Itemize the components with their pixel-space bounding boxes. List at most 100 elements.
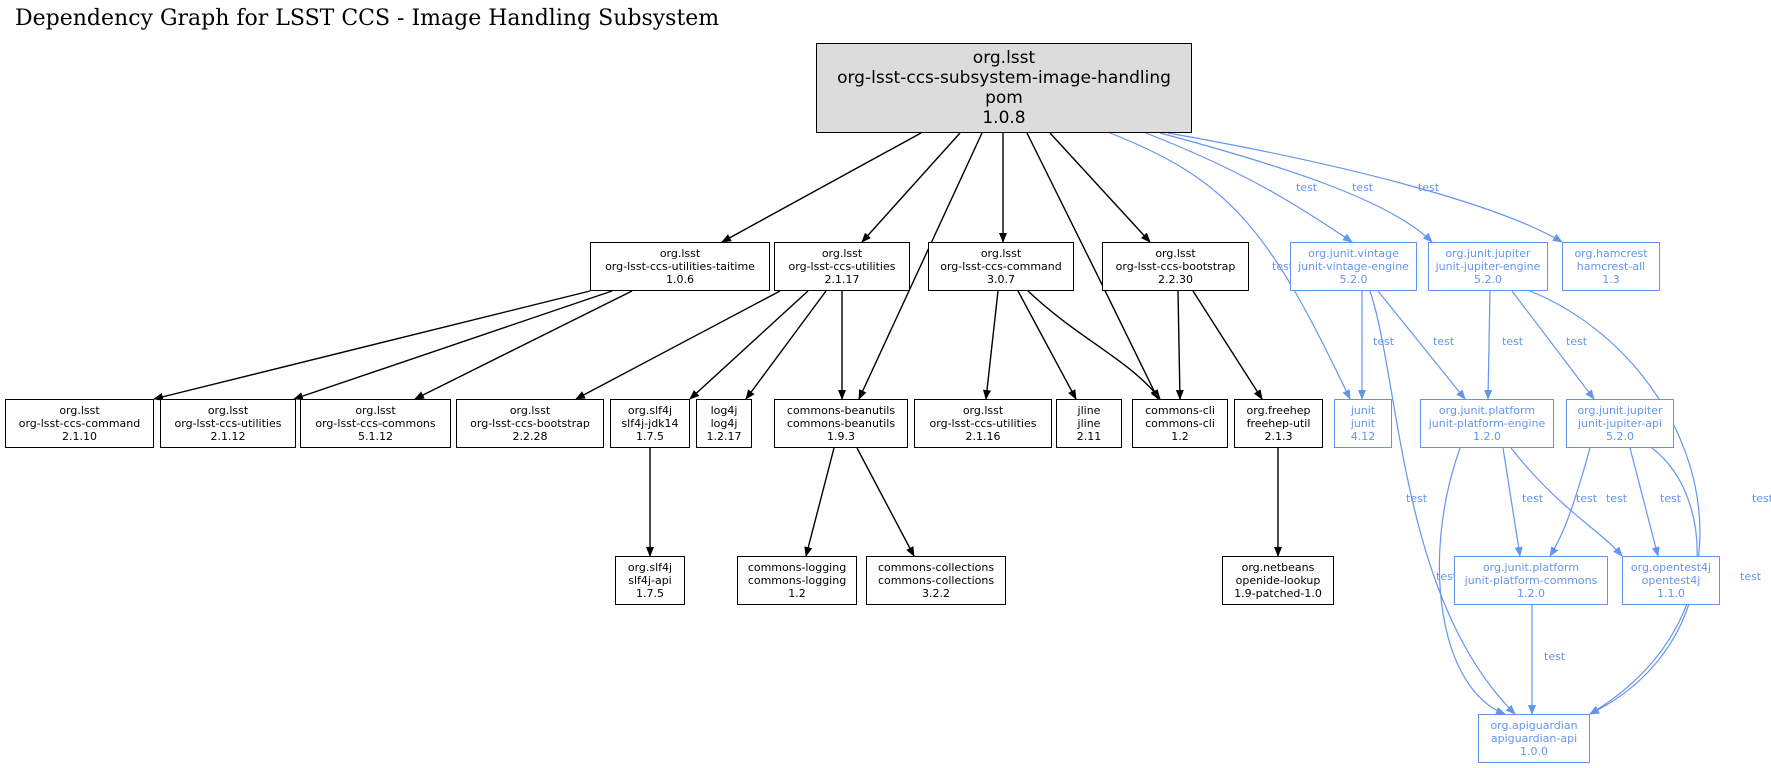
node-type: pom [985,88,1023,108]
node-artifact: org-lsst-ccs-command [18,417,141,430]
edge-platform-opentest [1510,447,1623,557]
node-artifact: freehep-util [1246,417,1311,430]
node-junit[interactable]: junit junit 4.12 [1334,399,1392,448]
edge-root-taitime [721,132,922,243]
node-group: org.freehep [1246,404,1311,417]
node-jline[interactable]: jline jline 2.11 [1056,399,1122,448]
node-version: 1.2 [788,587,806,600]
node-group: commons-beanutils [786,404,896,417]
node-commons-5112[interactable]: org.lsst org-lsst-ccs-commons 5.1.12 [300,399,451,448]
node-group: org.lsst [207,404,249,417]
node-freehep-util[interactable]: org.freehep freehep-util 2.1.3 [1234,399,1323,448]
node-version: 5.2.0 [1339,273,1368,286]
edge-util-slf4j [689,290,809,400]
edge-vintage-platform [1377,290,1466,400]
edge-label-test: test [1433,335,1455,348]
node-artifact: junit-jupiter-api [1577,417,1663,430]
node-commons-logging[interactable]: commons-logging commons-logging 1.2 [737,556,857,605]
node-group: junit [1350,404,1376,417]
node-version: 2.1.12 [210,430,246,443]
node-opentest4j[interactable]: org.opentest4j opentest4j 1.1.0 [1622,556,1720,605]
node-version: 1.9-patched-1.0 [1234,587,1322,600]
node-commons-collections[interactable]: commons-collections commons-collections … [866,556,1006,605]
edge-api-opentest [1629,447,1660,557]
edge-root-commons-cli [1026,132,1159,400]
node-version: 5.2.0 [1606,430,1634,443]
node-version: 2.2.28 [512,430,548,443]
edge-label-test: test [1352,181,1374,194]
node-group: org.slf4j [627,561,673,574]
node-command-307[interactable]: org.lsst org-lsst-ccs-command 3.0.7 [928,242,1074,291]
node-group: org.lsst [59,404,100,417]
node-artifact: junit-vintage-engine [1298,260,1409,273]
node-version: 1.0.6 [666,273,694,286]
node-vintage-engine[interactable]: org.junit.vintage junit-vintage-engine 5… [1290,242,1417,291]
node-log4j[interactable]: log4j log4j 1.2.17 [696,399,752,448]
node-commons-cli[interactable]: commons-cli commons-cli 1.2 [1132,399,1228,448]
edge-root-beanutils [858,132,983,400]
edge-label-test: test [1752,492,1771,505]
node-slf4j-jdk14[interactable]: org.slf4j slf4j-jdk14 1.7.5 [610,399,690,448]
edge-taitime-command [153,290,591,401]
node-group: org.lsst [821,247,863,260]
node-slf4j-api[interactable]: org.slf4j slf4j-api 1.7.5 [615,556,685,605]
edge-boot-commons-cli [1175,290,1184,400]
node-artifact: log4j [710,417,738,430]
node-apiguardian[interactable]: org.apiguardian apiguardian-api 1.0.0 [1478,714,1590,763]
node-artifact: junit-jupiter-engine [1435,260,1541,273]
node-root[interactable]: org.lsst org-lsst-ccs-subsystem-image-ha… [816,43,1192,133]
node-group: org.opentest4j [1630,561,1712,574]
node-platform-engine[interactable]: org.junit.platform junit-platform-engine… [1420,399,1554,448]
edge-beanutils-collections [856,447,915,557]
edge-root-junit [1109,132,1351,400]
node-version: 3.2.2 [922,587,950,600]
node-command-2110[interactable]: org.lsst org-lsst-ccs-command 2.1.10 [5,399,154,448]
edge-boot-freehep [1192,290,1263,400]
edge-label-test: test [1418,181,1440,194]
node-version: 1.3 [1602,273,1620,286]
node-hamcrest[interactable]: org.hamcrest hamcrest-all 1.3 [1562,242,1660,291]
node-platform-commons[interactable]: org.junit.platform junit-platform-common… [1454,556,1608,605]
edge-root-utilities [861,132,961,243]
node-utilities-2116[interactable]: org.lsst org-lsst-ccs-utilities 2.1.16 [914,399,1052,448]
node-artifact: openide-lookup [1235,574,1321,587]
node-taitime[interactable]: org.lsst org-lsst-ccs-utilities-taitime … [590,242,770,291]
node-artifact: commons-logging [747,574,847,587]
node-version: 1.7.5 [636,587,664,600]
node-bootstrap-2230[interactable]: org.lsst org-lsst-ccs-bootstrap 2.2.30 [1102,242,1249,291]
node-utilities-2117[interactable]: org.lsst org-lsst-ccs-utilities 2.1.17 [774,242,910,291]
node-artifact: org-lsst-ccs-utilities [788,260,896,273]
edge-jupiter-api [1511,290,1595,400]
node-version: 2.1.17 [824,273,860,286]
edge-label-test: test [1740,570,1762,583]
edge-label-test: test [1660,492,1682,505]
node-group: jline [1077,404,1101,417]
node-artifact: org-lsst-ccs-commons [315,417,436,430]
node-group: org.lsst [509,404,551,417]
edge-cmd-utilities [983,290,999,400]
node-jupiter-api[interactable]: org.junit.jupiter junit-jupiter-api 5.2.… [1566,399,1674,448]
node-beanutils[interactable]: commons-beanutils commons-beanutils 1.9.… [774,399,908,448]
node-version: 1.2.0 [1473,430,1501,443]
edge-platform-commons [1502,447,1523,557]
edge-platform-apiguardian [1438,447,1506,715]
edge-root-vintage [1145,132,1353,243]
edge-label-test: test [1566,335,1588,348]
node-openide-lookup[interactable]: org.netbeans openide-lookup 1.9-patched-… [1222,556,1334,605]
node-version: 2.11 [1076,430,1102,443]
node-group: org.lsst [355,404,396,417]
node-jupiter-engine[interactable]: org.junit.jupiter junit-jupiter-engine 5… [1428,242,1548,291]
edge-label-test: test [1406,492,1428,505]
node-group: org.netbeans [1241,561,1315,574]
node-artifact: commons-beanutils [786,417,896,430]
node-version: 3.0.7 [987,273,1015,286]
node-group: org.lsst [1155,247,1196,260]
edge-label-test: test [1436,570,1458,583]
node-version: 1.0.0 [1520,745,1548,758]
node-utilities-2112[interactable]: org.lsst org-lsst-ccs-utilities 2.1.12 [160,399,296,448]
node-bootstrap-2228[interactable]: org.lsst org-lsst-ccs-bootstrap 2.2.28 [456,399,604,448]
edge-jupiter-platform [1484,290,1493,400]
node-version: 1.2 [1171,430,1189,443]
node-artifact: commons-collections [877,574,995,587]
